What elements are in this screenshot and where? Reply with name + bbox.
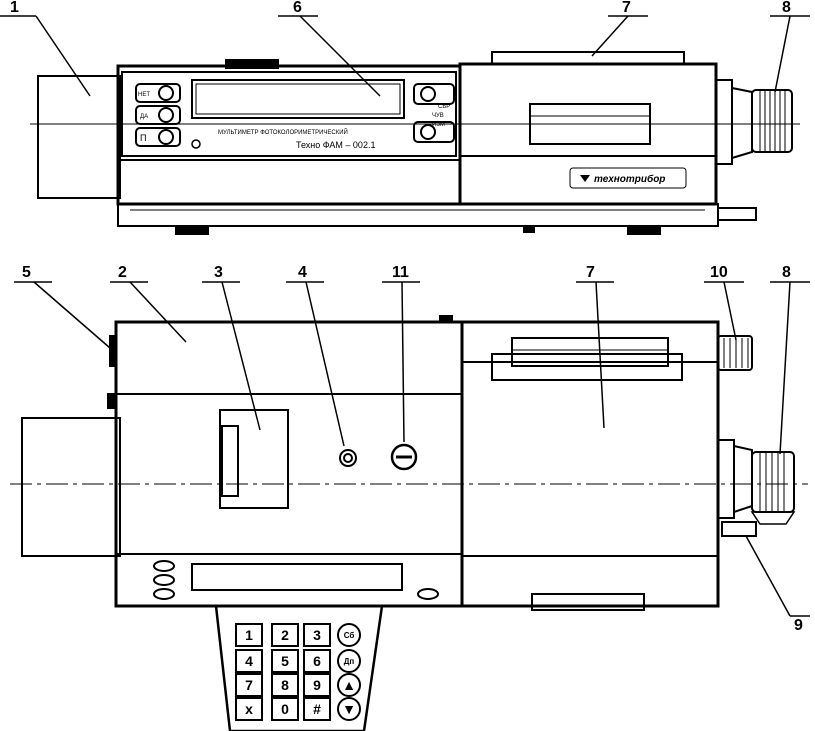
keypad-key-label: 3 (313, 627, 321, 643)
bottom-pin (721, 521, 757, 537)
keypad-key-shape[interactable] (271, 673, 299, 697)
keypad-key-14[interactable]: 0 (271, 697, 299, 721)
keypad-key-label: 7 (245, 677, 253, 693)
keypad-key-label: 9 (313, 677, 321, 693)
callout-10: 10 (710, 264, 728, 281)
keypad-key-4[interactable]: Сб (337, 623, 361, 647)
top-right-housing (458, 62, 718, 206)
keypad-key-label: x (245, 701, 253, 717)
callout-6: 6 (293, 0, 302, 16)
btn-label-p: П (140, 133, 146, 143)
btn-label-izm: ИЗМ (432, 122, 445, 128)
callout-9: 9 (794, 617, 803, 634)
bottom-window (219, 409, 289, 509)
btn-label-chuv: ЧУВ (432, 113, 444, 119)
keypad-key-label: 1 (245, 627, 253, 643)
keypad-key-label: 6 (313, 653, 321, 669)
keypad-key-shape[interactable] (235, 673, 263, 697)
keypad-key-1[interactable]: 1 (235, 623, 263, 647)
top-display (191, 79, 405, 119)
keypad-key-label: ▲ (342, 677, 356, 693)
keypad-key-11[interactable]: 9 (303, 673, 331, 697)
keypad-key-label: ▼ (342, 701, 356, 717)
bottom-eyepiece (717, 439, 735, 519)
brand-logo: технотрибор (594, 173, 665, 185)
keypad-body (214, 604, 384, 731)
callout-2: 2 (118, 264, 127, 281)
bottom-left-cylinder (21, 417, 121, 557)
keypad-key-label: Сб (344, 631, 355, 640)
bottom-right-housing (460, 320, 720, 608)
callout-8-bottom: 8 (782, 264, 791, 281)
keypad-key-2[interactable]: 2 (271, 623, 299, 647)
model-line1: МУЛЬТИМЕТР ФОТОКОЛОРИМЕТРИЧЕСКИЙ (218, 128, 348, 136)
callout-5: 5 (22, 264, 31, 281)
keypad-key-shape[interactable] (271, 697, 299, 721)
callout-7-top: 7 (622, 0, 631, 16)
top-control-panel (121, 71, 457, 157)
keypad-key-13[interactable]: x (235, 697, 263, 721)
keypad-key-12[interactable]: ▲ (337, 673, 361, 697)
keypad-key-16[interactable]: ▼ (337, 697, 361, 721)
btn-label-sbr: СБР (438, 104, 450, 110)
btn-label-da: ДА (140, 114, 148, 120)
keypad-key-shape[interactable] (303, 673, 331, 697)
callout-11: 11 (392, 264, 409, 281)
bottom-view (10, 281, 810, 731)
keypad-key-7[interactable]: 6 (303, 649, 331, 673)
keypad-key-shape[interactable] (303, 623, 331, 647)
callout-1: 1 (10, 0, 19, 16)
keypad-key-8[interactable]: Дп (337, 649, 361, 673)
keypad-key-6[interactable]: 5 (271, 649, 299, 673)
keypad-key-shape[interactable] (337, 673, 361, 697)
keypad: 1 2 3 Сб 4 5 6 Дп 7 8 9 ▲ x 0 # ▼ (235, 623, 361, 721)
keypad-key-15[interactable]: # (303, 697, 331, 721)
keypad-key-shape[interactable] (337, 697, 361, 721)
keypad-key-3[interactable]: 3 (303, 623, 331, 647)
keypad-key-shape[interactable] (271, 649, 299, 673)
callouts-top: 1 6 7 8 (10, 0, 791, 16)
top-view (0, 15, 810, 235)
top-eyepiece (715, 79, 733, 165)
bottom-small-button (339, 449, 357, 467)
keypad-key-9[interactable]: 7 (235, 673, 263, 697)
keypad-key-shape[interactable] (337, 623, 361, 647)
top-panel-labels: НЕТ ДА П СБР ЧУВ ИЗМ МУЛЬТИМЕТР ФОТОКОЛО… (138, 92, 665, 185)
keypad-key-label: 4 (245, 653, 253, 669)
keypad-key-label: Дп (344, 657, 355, 666)
top-left-cylinder (37, 75, 121, 199)
keypad-key-shape[interactable] (235, 623, 263, 647)
keypad-key-label: 0 (281, 701, 289, 717)
top-base-plate (117, 203, 719, 227)
keypad-key-shape[interactable] (337, 649, 361, 673)
keypad-key-shape[interactable] (271, 623, 299, 647)
keypad-key-shape[interactable] (303, 697, 331, 721)
keypad-key-10[interactable]: 8 (271, 673, 299, 697)
keypad-key-shape[interactable] (303, 649, 331, 673)
bottom-fine-knob (717, 335, 753, 371)
keypad-key-label: # (313, 701, 321, 717)
bottom-knob (390, 443, 418, 471)
callout-3: 3 (214, 264, 223, 281)
callout-4: 4 (298, 264, 307, 281)
keypad-key-label: 8 (281, 677, 289, 693)
btn-label-net: НЕТ (138, 92, 150, 98)
callouts-bottom: 5 2 3 4 11 7 10 8 9 (22, 264, 803, 634)
bottom-display (191, 563, 403, 591)
keypad-key-label: 5 (281, 653, 289, 669)
keypad-key-label: 2 (281, 627, 289, 643)
model-line2: Техно ФАМ – 002.1 (296, 140, 375, 150)
keypad-key-shape[interactable] (235, 697, 263, 721)
keypad-key-5[interactable]: 4 (235, 649, 263, 673)
keypad-key-shape[interactable] (235, 649, 263, 673)
callout-8-top: 8 (782, 0, 791, 16)
callout-7-bottom: 7 (586, 264, 595, 281)
